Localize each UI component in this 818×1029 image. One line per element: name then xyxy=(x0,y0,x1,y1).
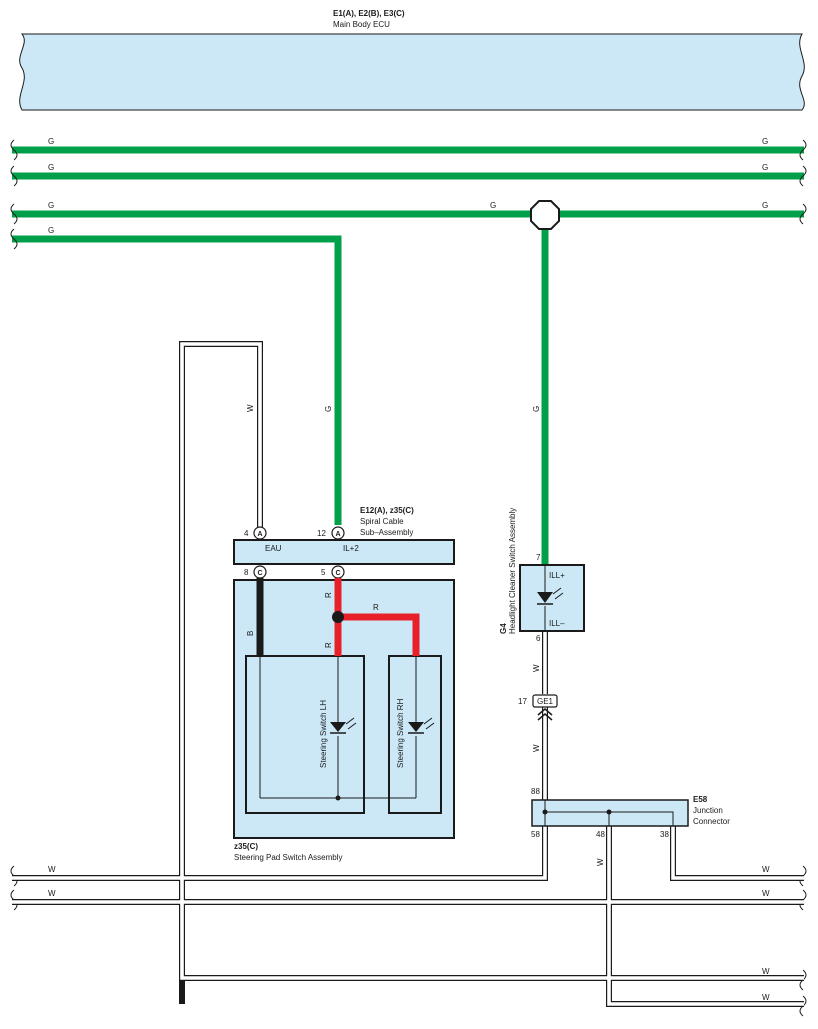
spiral-cable-name: Sub–Assembly xyxy=(360,528,413,537)
connector-c: C xyxy=(257,570,262,577)
wire-label-g: G xyxy=(762,163,768,172)
led-lh-icon xyxy=(330,717,357,734)
pin-38: 38 xyxy=(660,830,669,839)
wire-label-r: R xyxy=(373,603,379,612)
ecu-code: E1(A), E2(B), E3(C) xyxy=(333,9,405,18)
wire-label-w: W xyxy=(762,967,770,976)
pin-48: 48 xyxy=(596,830,605,839)
wire-label-g: G xyxy=(762,201,768,210)
terminal-ill-minus: ILL– xyxy=(549,619,565,628)
steering-pad-name: Steering Pad Switch Assembly xyxy=(234,853,343,862)
steering-pad-code: z35(C) xyxy=(234,842,258,851)
ecu-name: Main Body ECU xyxy=(333,20,390,29)
spiral-cable-assembly: E12(A), z35(C) Spiral Cable Sub–Assembly… xyxy=(233,506,455,579)
wire-label-w: W xyxy=(246,404,255,412)
headlight-cleaner-code: G4 xyxy=(499,623,508,634)
steering-pad-switch-assembly: Steering Switch LH Steering Switch RH z3… xyxy=(233,579,455,862)
wire-break-marks xyxy=(10,139,807,1017)
wire-label-r: R xyxy=(324,592,333,598)
pin-17: 17 xyxy=(518,697,527,706)
pin-8: 8 xyxy=(244,568,249,577)
green-wires xyxy=(12,146,804,565)
wire-label-g: G xyxy=(48,226,54,235)
pin-6: 6 xyxy=(536,634,541,643)
steering-switch-rh-label: Steering Switch RH xyxy=(396,698,405,768)
connector-ge1: GE1 17 xyxy=(518,694,558,721)
ge1-label: GE1 xyxy=(537,697,554,706)
junction-name: Junction xyxy=(693,806,723,815)
wire-label-g: G xyxy=(532,406,541,412)
spiral-cable-code: E12(A), z35(C) xyxy=(360,506,414,515)
wire-label-w: W xyxy=(48,865,56,874)
wire-label-w: W xyxy=(532,744,541,752)
green-labels: G G G G G G G G G G xyxy=(48,137,768,412)
terminal-eau: EAU xyxy=(265,544,282,553)
headlight-cleaner-name: Headlight Cleaner Switch Assembly xyxy=(508,508,517,634)
wire-label-r: R xyxy=(324,642,333,648)
terminal-il2: IL+2 xyxy=(343,544,359,553)
wire-label-g: G xyxy=(324,406,333,412)
connector-a: A xyxy=(335,531,340,538)
pin-12: 12 xyxy=(317,529,326,538)
spiral-cable-name: Spiral Cable xyxy=(360,517,404,526)
pin-5: 5 xyxy=(321,568,326,577)
wire-label-w: W xyxy=(762,993,770,1002)
wire-label-w: W xyxy=(762,889,770,898)
steering-switch-lh-label: Steering Switch LH xyxy=(319,700,328,768)
wire-label-w: W xyxy=(762,865,770,874)
pin-7: 7 xyxy=(536,553,541,562)
connector-c: C xyxy=(335,570,340,577)
wire-label-g: G xyxy=(762,137,768,146)
junction-code: E58 xyxy=(693,795,708,804)
pin-4: 4 xyxy=(244,529,249,538)
wire-label-g: G xyxy=(490,201,496,210)
wire-label-b: B xyxy=(246,631,255,636)
connector-a: A xyxy=(257,531,262,538)
wire-label-w: W xyxy=(48,889,56,898)
pin-58: 58 xyxy=(531,830,540,839)
main-body-ecu: E1(A), E2(B), E3(C) Main Body ECU xyxy=(19,9,805,111)
pin-88: 88 xyxy=(531,787,540,796)
splice-point xyxy=(530,200,560,230)
wire-label-g: G xyxy=(48,201,54,210)
wire-label-w: W xyxy=(596,858,605,866)
white-labels: W W W W W W W W W W xyxy=(48,404,770,1002)
wire-label-g: G xyxy=(48,137,54,146)
splice-dot xyxy=(332,611,344,623)
wire-label-g: G xyxy=(48,163,54,172)
wire-label-w: W xyxy=(532,664,541,672)
junction-name: Connector xyxy=(693,817,730,826)
junction-connector: E58 Junction Connector 88 58 48 38 xyxy=(531,787,730,839)
led-rh-icon xyxy=(408,717,435,734)
terminal-ill-plus: ILL+ xyxy=(549,571,565,580)
led-headlight-icon xyxy=(537,587,564,605)
white-wires xyxy=(12,341,804,1007)
headlight-cleaner-switch: ILL+ ILL– 7 6 G4 Headlight Cleaner Switc… xyxy=(499,508,585,643)
